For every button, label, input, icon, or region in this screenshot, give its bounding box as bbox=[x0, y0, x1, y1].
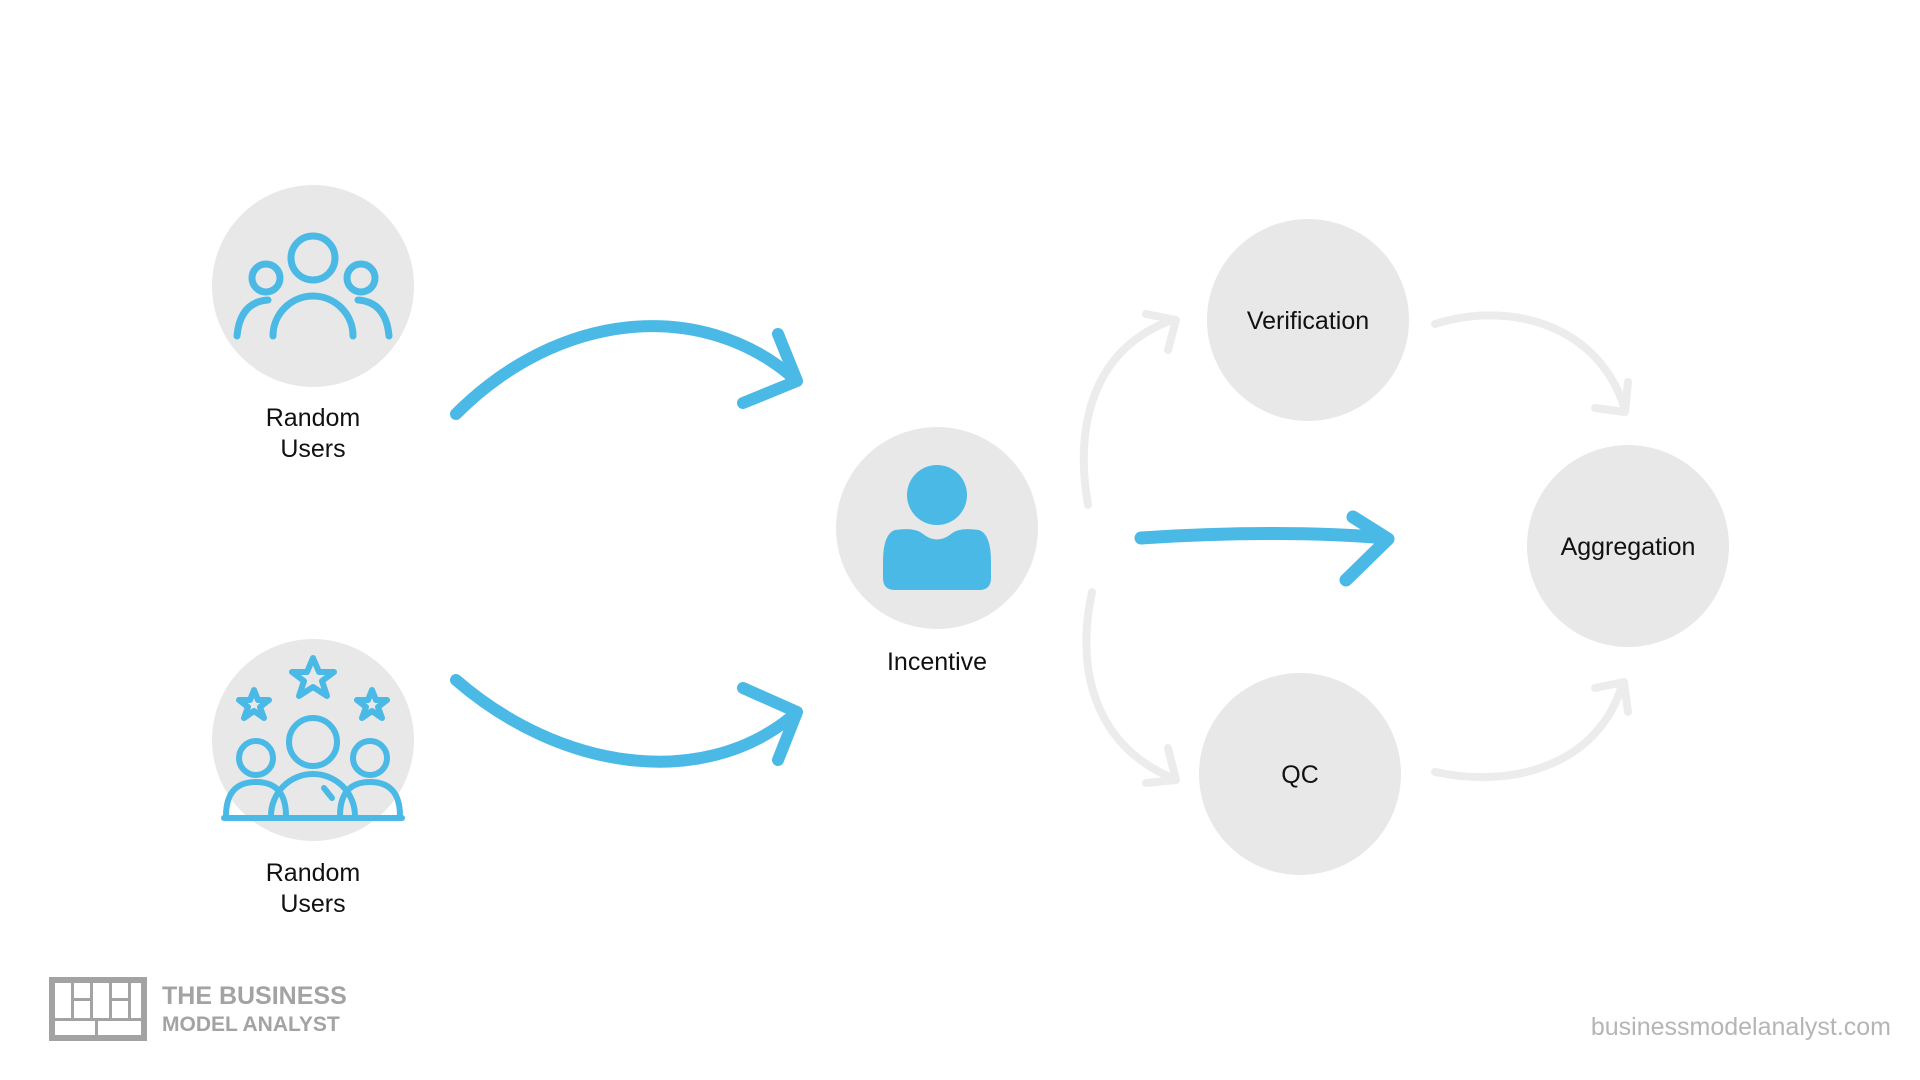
node-label: Verification bbox=[1247, 307, 1369, 335]
node-label-line1: Random bbox=[266, 859, 361, 887]
node-circle bbox=[212, 639, 414, 841]
node-label-line2: Users bbox=[280, 435, 345, 463]
logo-line2: MODEL ANALYST bbox=[162, 1013, 340, 1036]
node-label: Incentive bbox=[887, 648, 987, 676]
node-incentive: Incentive bbox=[836, 427, 1038, 676]
website-url: businessmodelanalyst.com bbox=[1591, 1013, 1891, 1041]
node-circle bbox=[1199, 673, 1401, 875]
node-circle bbox=[836, 427, 1038, 629]
arrow-incentive-to-aggregation bbox=[1134, 510, 1395, 587]
node-label: Aggregation bbox=[1561, 533, 1696, 561]
node-label-line2: Users bbox=[280, 890, 345, 918]
node-label-line1: Random bbox=[266, 404, 361, 432]
arrow-qc-to-aggregation bbox=[1431, 678, 1632, 782]
node-random-users-bottom: Random Users bbox=[212, 639, 414, 918]
group-of-people-icon bbox=[233, 232, 393, 340]
node-random-users-top: Random Users bbox=[212, 185, 414, 463]
node-aggregation: Aggregation bbox=[1527, 445, 1729, 647]
brand-logo: THE BUSINESS MODEL ANALYST bbox=[49, 977, 347, 1041]
node-label: QC bbox=[1281, 761, 1319, 789]
arrow-bottom-to-incentive bbox=[450, 674, 803, 768]
arrow-top-to-incentive bbox=[450, 320, 803, 420]
arrow-verification-to-aggregation bbox=[1431, 311, 1632, 416]
logo-line1: THE BUSINESS bbox=[162, 982, 347, 1010]
node-circle bbox=[1207, 219, 1409, 421]
user-icon bbox=[883, 465, 991, 590]
node-circle bbox=[212, 185, 414, 387]
node-circle bbox=[1527, 445, 1729, 647]
business-model-canvas-icon bbox=[49, 977, 147, 1041]
arrow-incentive-to-qc bbox=[1082, 588, 1180, 787]
node-verification: Verification bbox=[1207, 219, 1409, 421]
arrow-incentive-to-verification bbox=[1079, 310, 1180, 509]
node-qc: QC bbox=[1199, 673, 1401, 875]
people-with-stars-icon bbox=[221, 655, 405, 821]
